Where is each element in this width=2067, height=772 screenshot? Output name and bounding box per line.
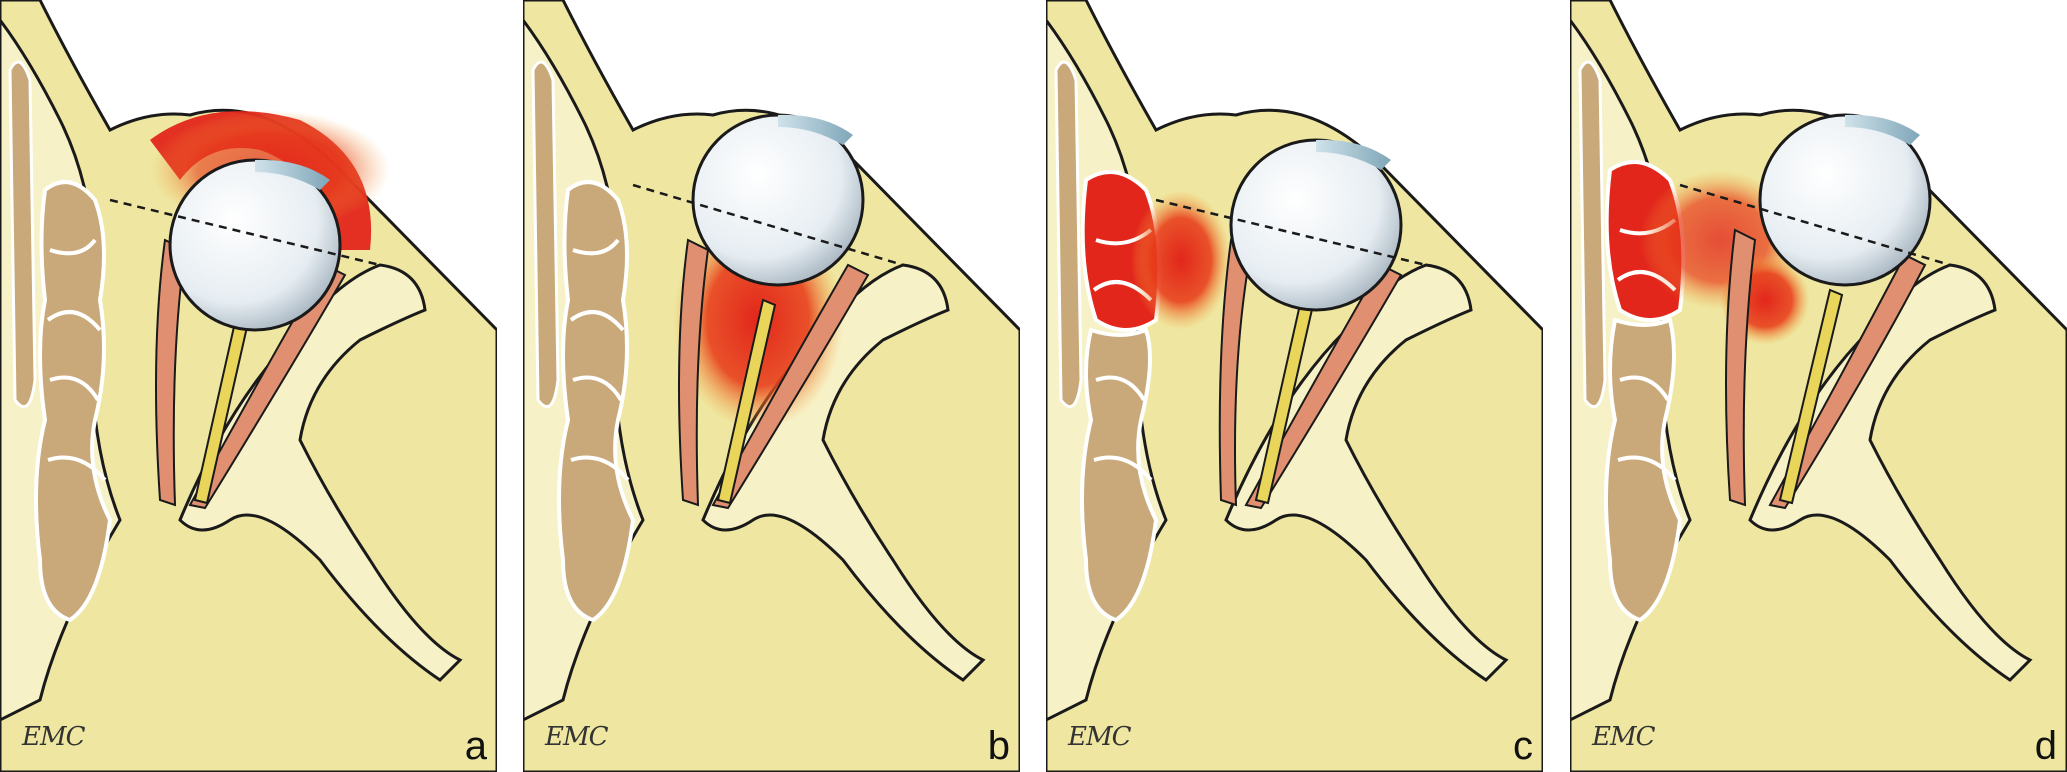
- orbit-diagram: [523, 0, 1020, 772]
- ethmoid-cells: [1604, 317, 1683, 623]
- nasal-septum: [531, 60, 560, 409]
- lateral-rectus: [1768, 253, 1927, 510]
- panel-letter-d: d: [2034, 724, 2057, 768]
- orbit-diagram: [1046, 0, 1543, 772]
- optic-nerve: [1778, 288, 1844, 505]
- artist-signature: EMC: [1068, 722, 1131, 752]
- lateral-rectus: [711, 263, 870, 510]
- nasal-septum: [1054, 60, 1083, 409]
- panel-a: EMC a: [0, 0, 497, 772]
- panel-letter-a: a: [464, 724, 487, 768]
- artist-signature: EMC: [1592, 722, 1655, 752]
- cornea: [255, 159, 330, 190]
- ethmoid-cells: [1080, 327, 1159, 623]
- cornea: [778, 114, 853, 145]
- panel-d: EMC d: [1570, 0, 2067, 772]
- cornea: [1316, 139, 1391, 170]
- nasal-septum: [8, 60, 37, 409]
- medial-rectus: [1218, 238, 1253, 507]
- panel-b: EMC b: [523, 0, 1020, 772]
- artist-signature: EMC: [22, 722, 85, 752]
- ethmoid-cells: [34, 180, 113, 623]
- artist-signature: EMC: [545, 722, 608, 752]
- lateral-rectus: [1244, 263, 1403, 510]
- cornea: [1845, 114, 1920, 145]
- panel-letter-c: c: [1513, 724, 1533, 768]
- interzygomatic-line: [1155, 198, 1427, 267]
- ethmoid-septa: [1092, 228, 1153, 482]
- ethmoid-septa: [569, 238, 630, 482]
- subperiosteal-abscess: [1131, 190, 1231, 330]
- interzygomatic-line: [1679, 183, 1951, 267]
- interzygomatic-line: [109, 198, 381, 267]
- panel-letter-b: b: [987, 724, 1010, 768]
- lateral-rectus: [188, 263, 347, 510]
- interzygomatic-line: [632, 183, 904, 267]
- optic-nerve: [716, 298, 777, 505]
- ethmoid-cells: [557, 180, 636, 623]
- medial-rectus: [678, 238, 710, 507]
- ethmoid-septa: [46, 238, 107, 482]
- medial-rectus: [155, 238, 187, 507]
- nasal-septum: [1578, 60, 1607, 409]
- medial-rectus: [1725, 228, 1757, 507]
- panel-c: EMC c: [1046, 0, 1543, 772]
- orbit-diagram: [0, 0, 497, 772]
- orbit-diagram: [1570, 0, 2067, 772]
